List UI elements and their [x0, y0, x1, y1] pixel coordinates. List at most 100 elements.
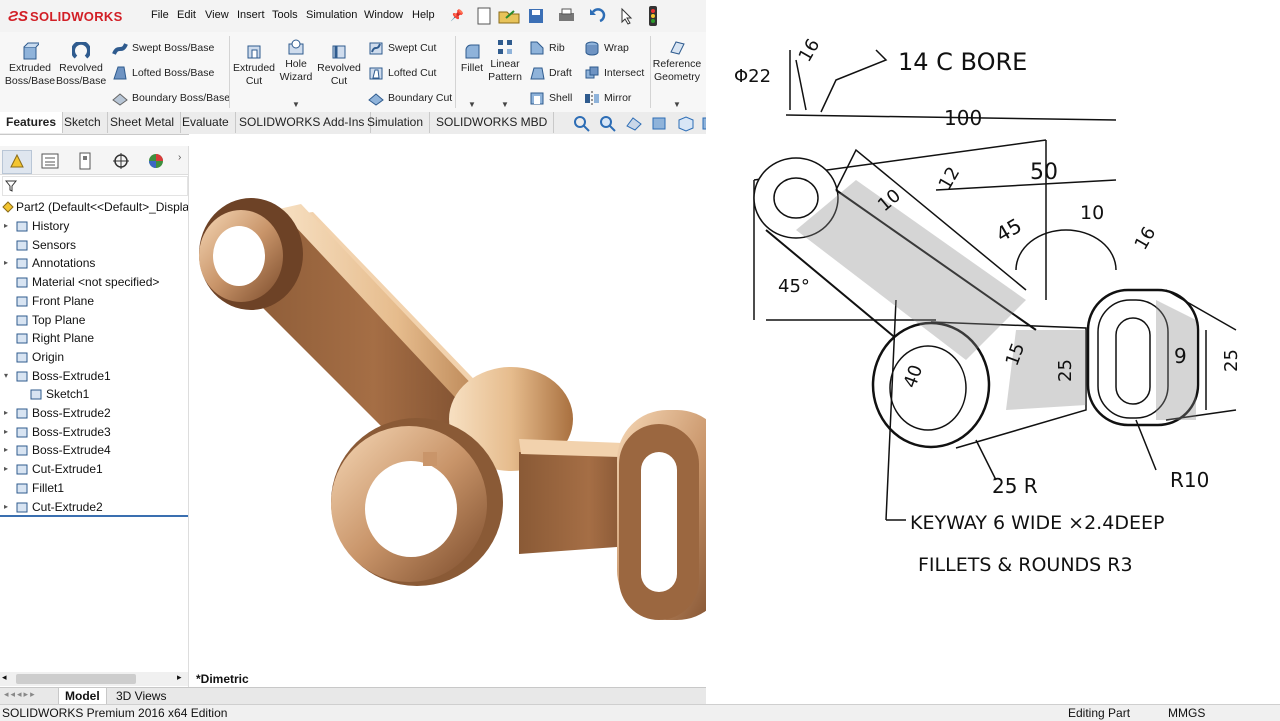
rollback-bar[interactable]	[0, 515, 188, 517]
sketch-icon	[30, 389, 42, 400]
tab-model[interactable]: Model	[58, 688, 107, 704]
graphics-area[interactable]: *Dimetric	[189, 134, 727, 687]
tree-item[interactable]: Front Plane	[0, 292, 188, 310]
expand-toggle-icon[interactable]: ▸	[4, 445, 9, 455]
tree-root-part[interactable]: Part2 (Default<<Default>_Display	[0, 198, 188, 216]
displaymanager-tab[interactable]	[142, 150, 170, 172]
featuremanager-tab[interactable]	[2, 150, 32, 174]
revolved-boss-button[interactable]: Revolved Boss/Base	[56, 42, 106, 88]
tree-item[interactable]: Right Plane	[0, 329, 188, 347]
linear-pattern-button[interactable]: Linear Pattern ▼	[488, 38, 522, 109]
zoom-area-icon[interactable]	[598, 114, 618, 132]
tree-item[interactable]: Top Plane	[0, 311, 188, 329]
menu-window[interactable]: Window	[364, 9, 404, 21]
expand-toggle-icon[interactable]: ▸	[4, 258, 9, 268]
tree-item[interactable]: ▸Boss-Extrude3	[0, 423, 188, 441]
expand-toggle-icon[interactable]: ▸	[4, 408, 9, 417]
tab-simulation[interactable]: Simulation	[361, 112, 431, 133]
tab-evaluate[interactable]: Evaluate	[176, 112, 236, 133]
tree-horizontal-scrollbar[interactable]: ◂ ▸	[0, 672, 188, 686]
solidworks-logo[interactable]: ƧS SOLIDWORKS	[8, 6, 123, 26]
intersect-button[interactable]: Intersect	[584, 65, 644, 81]
tab-solidworks-mbd[interactable]: SOLIDWORKS MBD	[430, 112, 555, 133]
mirror-button[interactable]: Mirror	[584, 90, 631, 106]
lofted-cut-button[interactable]: Lofted Cut	[368, 65, 436, 81]
tab-sheet-metal[interactable]: Sheet Metal	[104, 112, 182, 133]
expand-toggle-icon[interactable]: ▸	[4, 501, 9, 511]
reference-geometry-dropdown-icon[interactable]: ▼	[673, 100, 681, 109]
print-icon[interactable]	[556, 6, 586, 26]
traffic-light-icon[interactable]	[646, 5, 660, 27]
zoom-to-fit-icon[interactable]	[572, 114, 592, 132]
open-folder-icon[interactable]	[496, 6, 526, 26]
wrap-button[interactable]: Wrap	[584, 40, 629, 56]
menu-help[interactable]: Help	[412, 9, 435, 21]
select-arrow-icon[interactable]	[616, 6, 646, 26]
menu-tools[interactable]: Tools	[272, 9, 298, 21]
expand-toggle-icon[interactable]: ▸	[4, 426, 9, 436]
status-units[interactable]: MMGS	[1168, 706, 1206, 720]
dimxpertmanager-tab[interactable]	[107, 150, 135, 172]
extruded-cut-button[interactable]: Extruded Cut	[232, 42, 276, 88]
expand-toggle-icon[interactable]: ▸	[4, 464, 9, 474]
menu-view[interactable]: View	[205, 9, 229, 21]
expand-toggle-icon[interactable]: ▾	[4, 370, 9, 380]
swept-cut-button[interactable]: Swept Cut	[368, 40, 436, 56]
menu-insert[interactable]: Insert	[237, 9, 265, 21]
lofted-boss-button[interactable]: Lofted Boss/Base	[112, 65, 214, 81]
reference-geometry-button[interactable]: Reference Geometry ▼	[652, 38, 702, 109]
scroll-right-icon[interactable]: ▸	[177, 672, 182, 682]
fillet-button[interactable]: Fillet ▼	[458, 42, 486, 109]
tab-solidworks-add-ins[interactable]: SOLIDWORKS Add-Ins	[233, 112, 372, 133]
extruded-boss-button[interactable]: Extruded Boss/Base	[4, 42, 56, 88]
boundary-cut-button[interactable]: Boundary Cut	[368, 90, 452, 106]
hole-wizard-button[interactable]: Hole Wizard ▼	[276, 38, 316, 109]
previous-view-icon[interactable]	[624, 114, 644, 132]
linear-pattern-dropdown-icon[interactable]: ▼	[501, 100, 509, 109]
scroll-left-icon[interactable]: ◂	[2, 672, 7, 682]
tree-item[interactable]: ▸Annotations	[0, 254, 188, 272]
chevron-right-icon[interactable]: ›	[178, 152, 182, 163]
tree-item[interactable]: Material <not specified>	[0, 273, 188, 291]
propertymanager-tab[interactable]	[36, 150, 64, 172]
pin-icon[interactable]: 📌	[450, 10, 464, 22]
tab-3d-views[interactable]: 3D Views	[116, 689, 167, 703]
tree-filter[interactable]	[2, 176, 188, 196]
configurationmanager-tab[interactable]	[72, 150, 100, 172]
fillet-dropdown-icon[interactable]: ▼	[468, 100, 476, 109]
hole-wizard-dropdown-icon[interactable]: ▼	[292, 100, 300, 109]
expand-toggle-icon[interactable]: ▸	[4, 221, 9, 230]
tree-item[interactable]: Sketch1	[0, 385, 188, 403]
draft-button[interactable]: Draft	[529, 65, 572, 81]
menu-edit[interactable]: Edit	[177, 9, 196, 21]
boundary-boss-button[interactable]: Boundary Boss/Base	[112, 90, 230, 106]
dim-r10: R10	[1170, 468, 1210, 492]
tree-item[interactable]: ▸Cut-Extrude2	[0, 498, 188, 516]
menu-simulation[interactable]: Simulation	[306, 9, 358, 21]
ribbon-separator	[455, 36, 456, 108]
tree-item[interactable]: ▾Boss-Extrude1	[0, 367, 188, 385]
tree-item[interactable]: Origin	[0, 348, 188, 366]
tab-features[interactable]: Features	[0, 112, 64, 133]
part-model-render[interactable]	[189, 134, 727, 687]
tree-item[interactable]: Sensors	[0, 236, 188, 254]
menu-file[interactable]: File	[151, 9, 169, 21]
save-icon[interactable]	[526, 6, 556, 26]
tree-item[interactable]: ▸Boss-Extrude2	[0, 404, 188, 422]
tab-sketch[interactable]: Sketch	[58, 112, 108, 133]
shell-button[interactable]: Shell	[529, 90, 572, 106]
tab-scroll-arrows-icon[interactable]: ◂◂◂▸▸	[4, 689, 37, 699]
scroll-thumb[interactable]	[16, 674, 136, 684]
section-view-icon[interactable]	[650, 114, 670, 132]
feature-icon	[16, 427, 28, 438]
rib-button[interactable]: Rib	[529, 40, 565, 56]
tree-item[interactable]: ▸Boss-Extrude4	[0, 441, 188, 459]
new-document-icon[interactable]	[474, 6, 496, 26]
view-orientation-icon[interactable]	[676, 114, 696, 132]
tree-item[interactable]: ▸History	[0, 217, 188, 235]
revolved-cut-button[interactable]: Revolved Cut	[316, 42, 362, 88]
tree-item[interactable]: ▸Cut-Extrude1	[0, 460, 188, 478]
swept-boss-button[interactable]: Swept Boss/Base	[112, 40, 214, 56]
tree-item[interactable]: Fillet1	[0, 479, 188, 497]
undo-icon[interactable]	[586, 6, 616, 26]
